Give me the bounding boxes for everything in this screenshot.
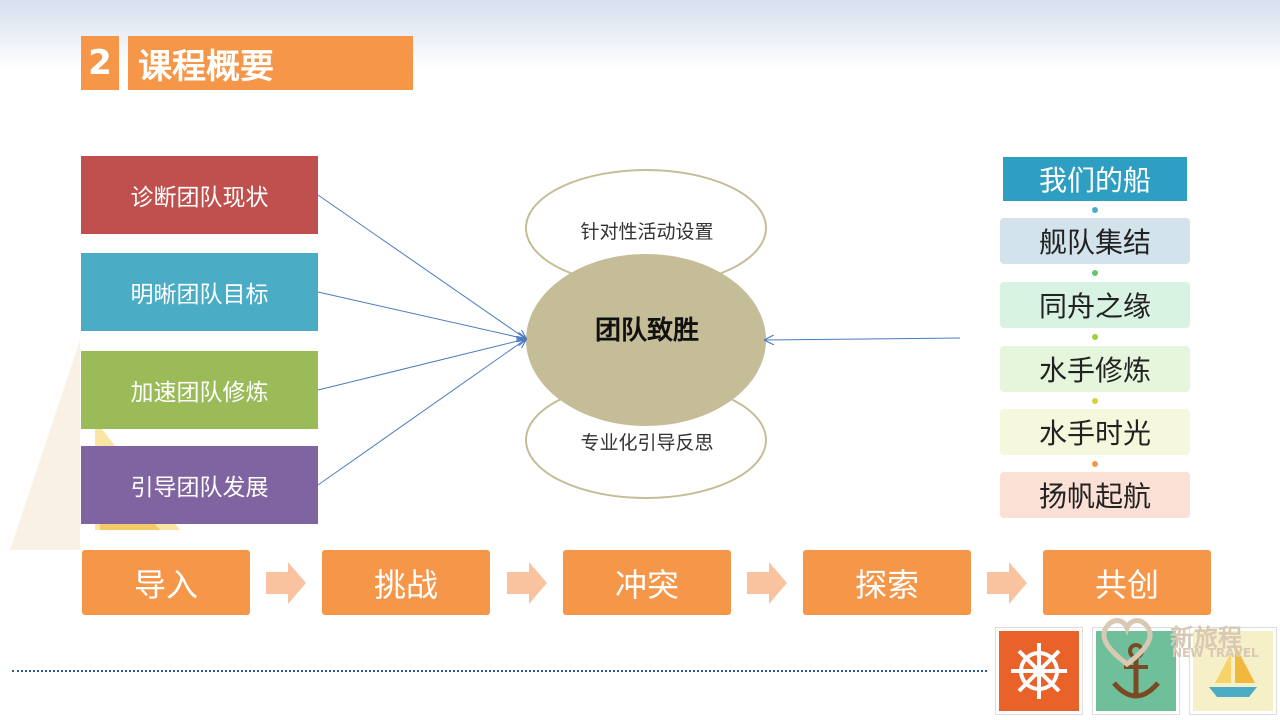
left-box-development: 引导团队发展: [81, 446, 318, 524]
arrow-from-diagnose: [317, 194, 526, 339]
ship-wheel-tile: [996, 628, 1082, 714]
brand-logo-text: 新旅程: [1170, 624, 1242, 652]
section-number: 2: [81, 36, 119, 90]
main-ellipse: [526, 254, 766, 426]
anchor-tile: [1093, 628, 1179, 714]
stack-dot: [1092, 270, 1098, 276]
left-box-goals: 明晰团队目标: [81, 253, 318, 331]
dotted-divider: [12, 670, 987, 672]
flow-step-conflict: 冲突: [563, 550, 731, 615]
flow-arrow: [507, 562, 547, 604]
main-ellipse-label: 团队致胜: [594, 316, 699, 346]
left-box-practice: 加速团队修炼: [81, 351, 318, 429]
flow-arrow: [987, 562, 1027, 604]
flow-step-intro: 导入: [82, 550, 250, 615]
arrow-from-development: [317, 339, 526, 486]
stack-item-sailor-practice: 水手修炼: [1000, 346, 1190, 392]
stack-item-fleet: 舰队集结: [1000, 218, 1190, 264]
right-stack-header: 我们的船: [1003, 157, 1187, 201]
flow-step-co-create: 共创: [1043, 550, 1211, 615]
stack-item-sailor-time: 水手时光: [1000, 409, 1190, 455]
arrow-from-right-stack: [765, 338, 961, 340]
stack-item-set-sail: 扬帆起航: [1000, 472, 1190, 518]
stack-dot: [1092, 207, 1098, 213]
bottom-ellipse-label: 专业化引导反思: [580, 432, 714, 454]
arrow-from-goals: [317, 291, 526, 339]
flow-arrow: [747, 562, 787, 604]
brand-logo-subtext: NEW TRAVEL: [1172, 646, 1259, 660]
ship-wheel-icon: [1011, 643, 1067, 699]
left-box-diagnose: 诊断团队现状: [81, 156, 318, 234]
stack-item-same-boat: 同舟之缘: [1000, 282, 1190, 328]
logo-heart-icon: [1101, 618, 1153, 668]
flow-step-challenge: 挑战: [322, 550, 490, 615]
stack-dot: [1092, 461, 1098, 467]
sailboat-icon: [1209, 645, 1257, 697]
stack-dot: [1092, 334, 1098, 340]
arrow-from-practice: [317, 339, 526, 391]
stack-dot: [1092, 398, 1098, 404]
flow-step-explore: 探索: [803, 550, 971, 615]
sailboat-tile: [1190, 628, 1276, 714]
page-title: 课程概要: [128, 36, 413, 90]
flow-arrow: [266, 562, 306, 604]
top-ellipse-label: 针对性活动设置: [580, 221, 714, 243]
